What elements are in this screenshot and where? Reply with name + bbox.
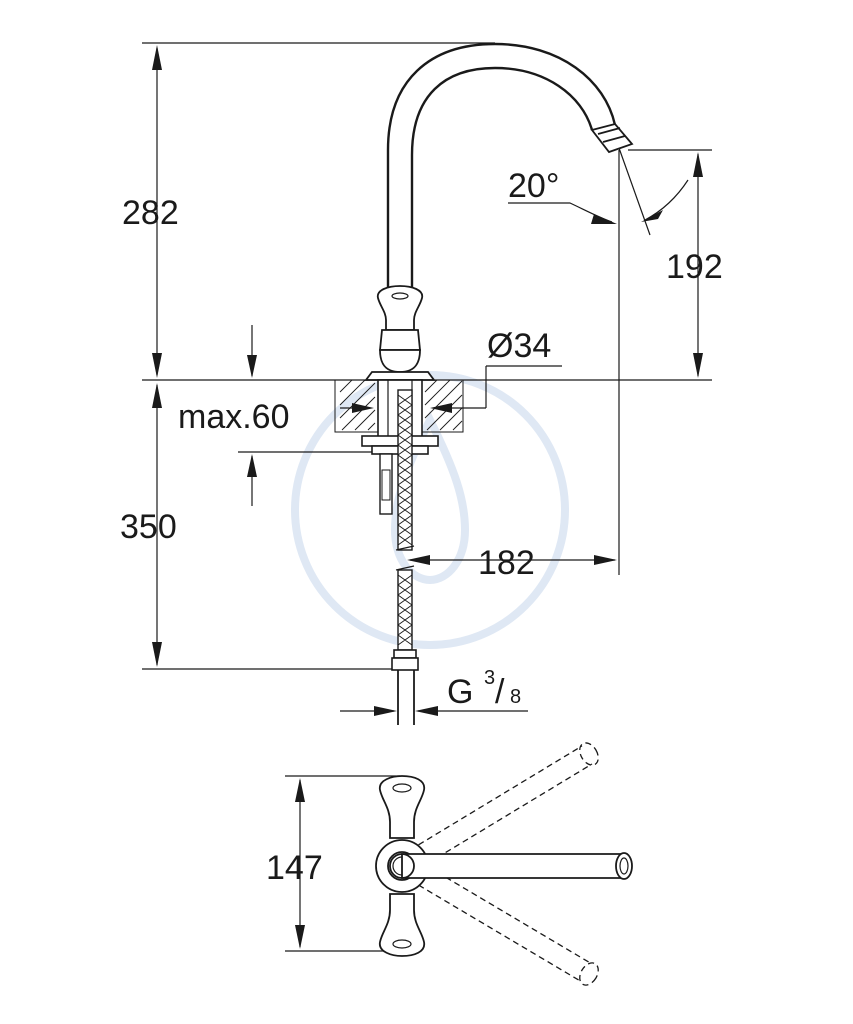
label-182: 182 <box>478 544 535 582</box>
label-thread-numerator: 3 <box>484 667 495 689</box>
label-20-degree: 20° <box>508 167 559 205</box>
faucet-side-view <box>364 42 634 381</box>
dimension-labels: 282 20° 192 Ø34 max.60 350 182 G 3 / 8 1… <box>120 167 723 887</box>
label-thread-denominator: 8 <box>510 686 521 708</box>
label-g-3-8-thread: G 3 / 8 <box>447 667 521 711</box>
label-192: 192 <box>666 248 723 286</box>
label-147: 147 <box>266 849 323 887</box>
label-thread-g: G <box>447 673 473 711</box>
supply-hoses <box>379 389 419 725</box>
label-282: 282 <box>122 194 179 232</box>
label-max-60: max.60 <box>178 398 290 436</box>
label-thread-slash: / <box>495 673 505 711</box>
dimension-lines <box>142 42 712 716</box>
label-diameter-34: Ø34 <box>487 327 551 365</box>
faucet-top-view <box>285 742 633 986</box>
label-350: 350 <box>120 508 177 546</box>
